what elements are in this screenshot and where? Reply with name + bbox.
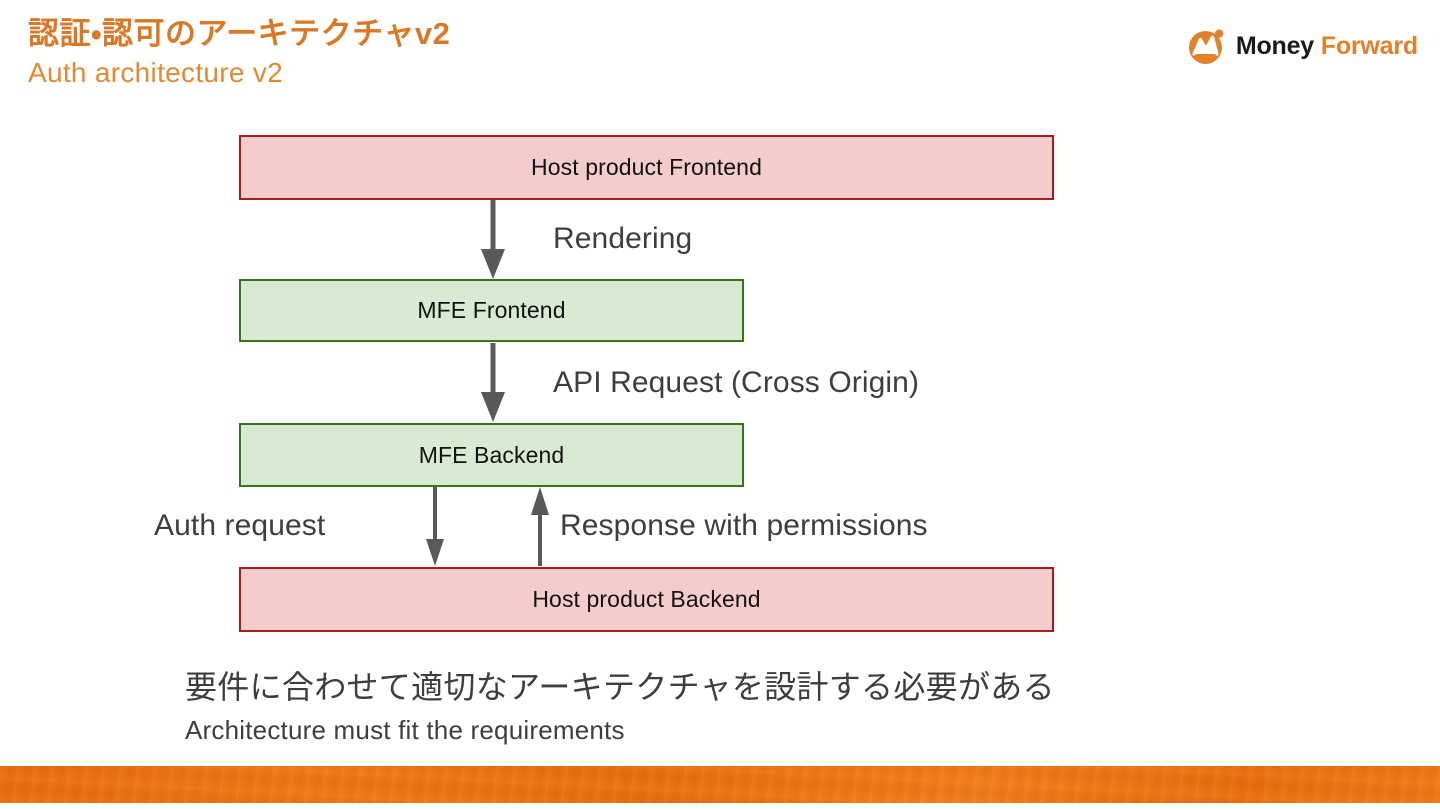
- arrow-auth-request: [422, 487, 448, 572]
- node-mfe-backend[interactable]: MFE Backend: [239, 423, 744, 487]
- edge-label-response-with-permissions: Response with permissions: [560, 509, 928, 542]
- arrow-api-request: [478, 343, 508, 428]
- page-title-japanese: 認証・認可のアーキテクチャv2: [28, 16, 451, 51]
- money-forward-mark-icon: [1187, 26, 1227, 66]
- note-english: Architecture must fit the requirements: [185, 715, 625, 745]
- edge-label-auth-request: Auth request: [154, 509, 326, 542]
- node-label: Host product Backend: [532, 586, 761, 612]
- page-title: 認証・認可のアーキテクチャv2 Auth architecture v2: [28, 18, 450, 87]
- page-title-english: Auth architecture v2: [28, 57, 284, 88]
- money-forward-logo: Money Forward: [1187, 26, 1418, 66]
- arrow-response-with-permissions: [527, 487, 553, 572]
- node-label: Host product Frontend: [531, 154, 762, 180]
- edge-label-api-request: API Request (Cross Origin): [553, 366, 920, 399]
- arrow-rendering: [478, 200, 508, 285]
- node-label: MFE Backend: [418, 441, 565, 468]
- node-host-product-backend[interactable]: Host product Backend: [239, 567, 1054, 632]
- node-mfe-frontend[interactable]: MFE Frontend: [239, 279, 744, 342]
- note-japanese: 要件に合わせて適切なアーキテクチャを設計する必要がある: [185, 669, 1055, 705]
- node-host-product-frontend[interactable]: Host product Frontend: [239, 135, 1054, 200]
- logo-word-money: Money: [1235, 31, 1315, 60]
- edge-label-rendering: Rendering: [553, 222, 693, 255]
- money-forward-wordmark: Money Forward: [1236, 32, 1418, 61]
- footer-band: [0, 766, 1440, 803]
- logo-word-forward: Forward: [1320, 31, 1418, 60]
- node-label: MFE Frontend: [417, 297, 566, 323]
